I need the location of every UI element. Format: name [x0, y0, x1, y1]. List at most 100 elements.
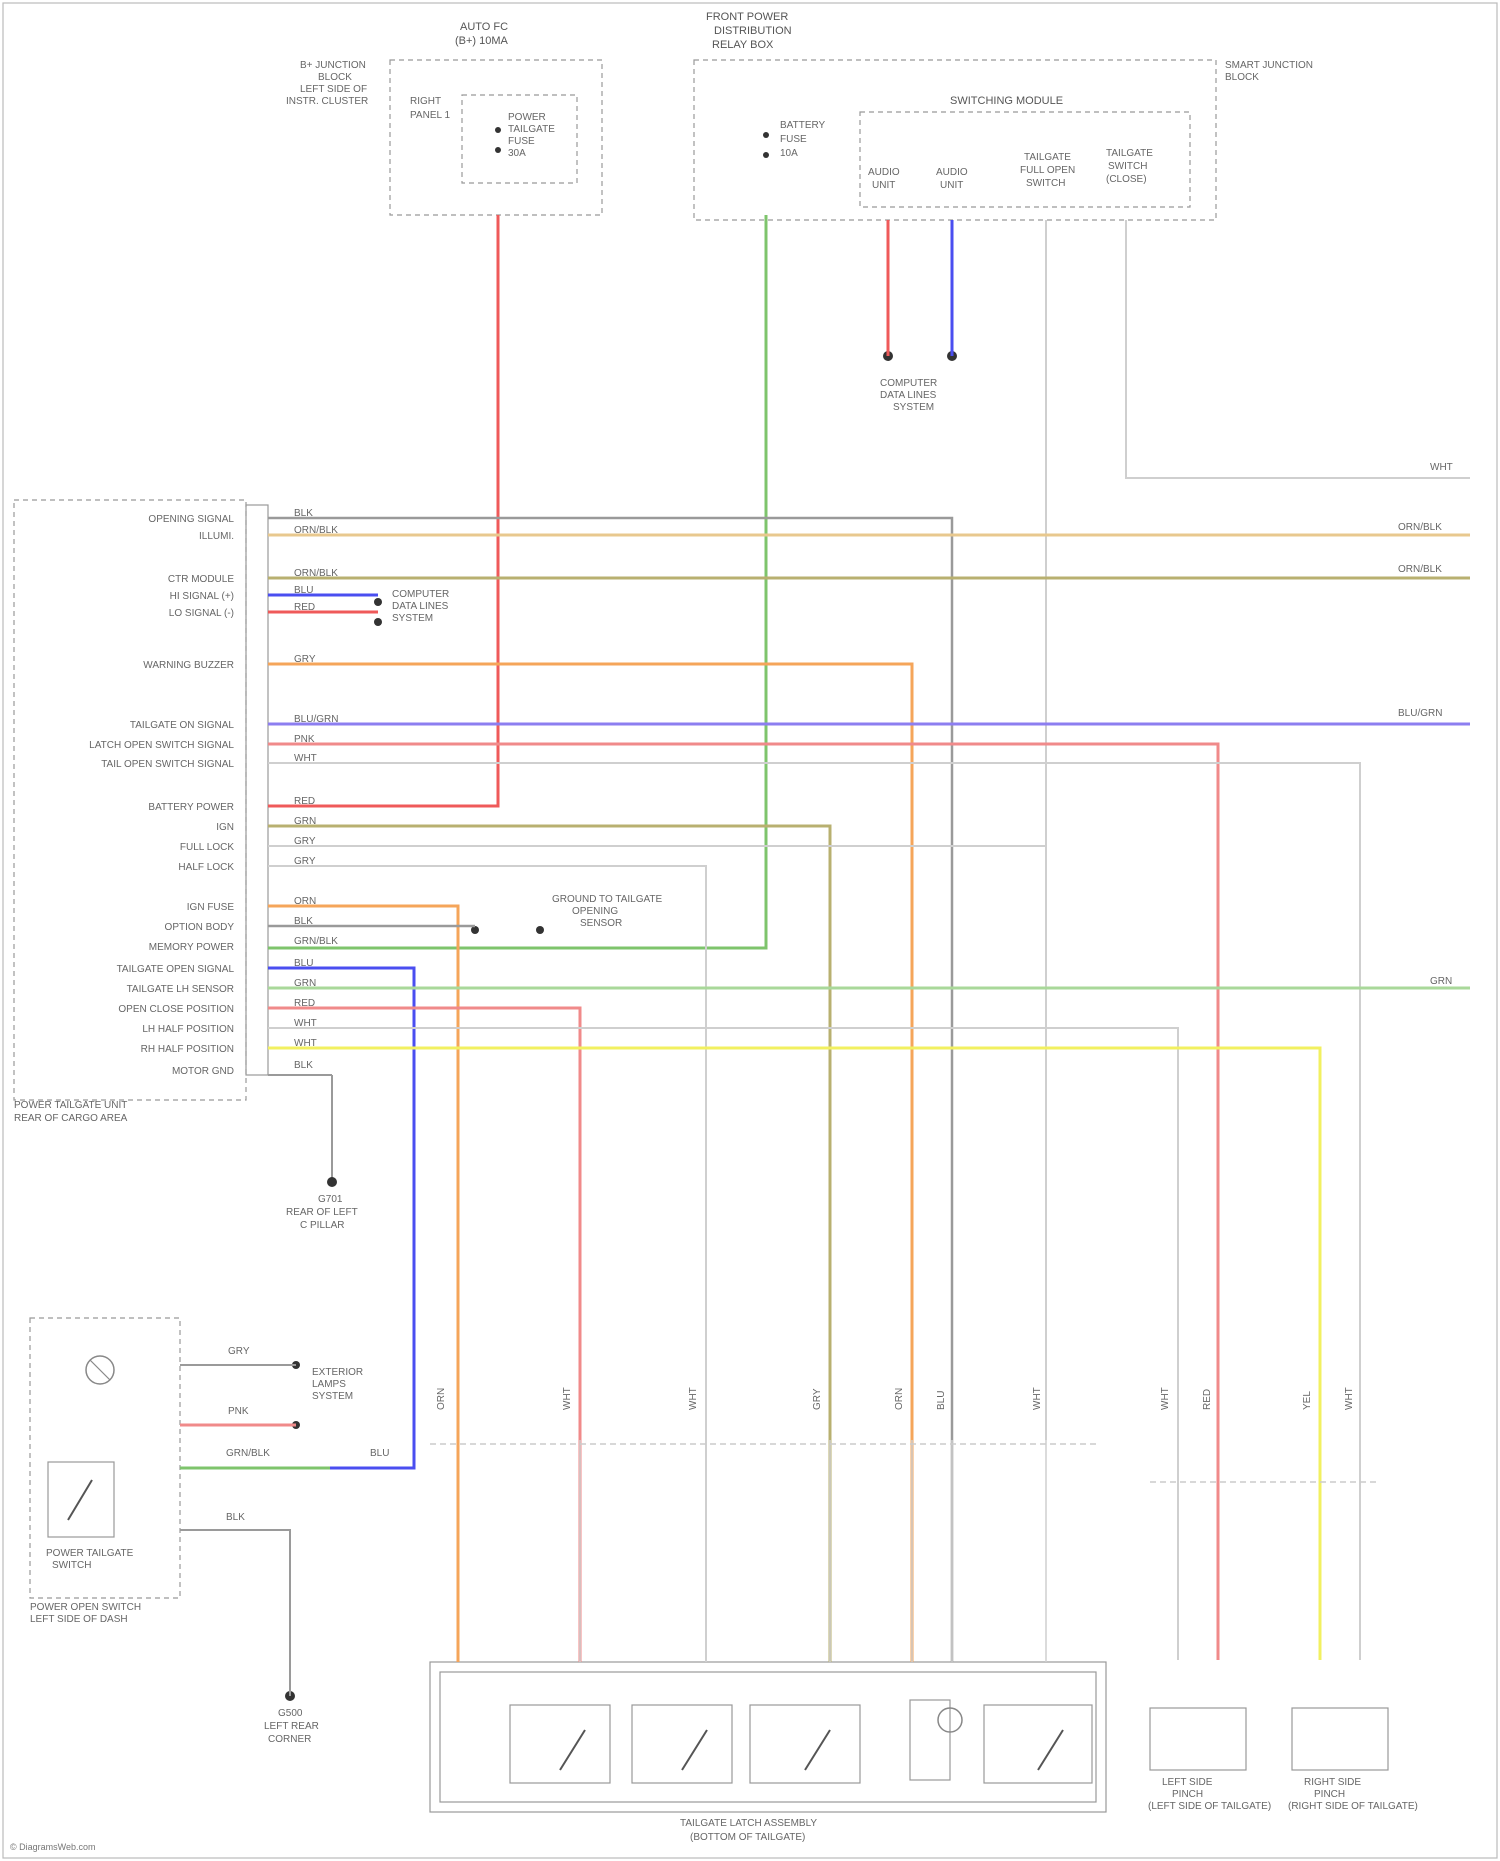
switch-b-2: UNIT	[940, 180, 963, 191]
fuse-box-location-4: INSTR. CLUSTER	[286, 96, 368, 107]
left-box-1: POWER TAILGATE	[46, 1548, 134, 1559]
mid-wire-code: GRY	[812, 1388, 823, 1410]
mid-wire-code: ORN	[436, 1388, 447, 1410]
striker-lh-3: (LEFT SIDE OF TAILGATE)	[1148, 1801, 1271, 1812]
ecu-pin-label: ILLUMI.	[199, 531, 234, 542]
ecu-pin-label: HALF LOCK	[178, 862, 234, 873]
left-box-2: SWITCH	[52, 1560, 91, 1571]
relay-box-title-3: RELAY BOX	[712, 39, 774, 51]
computer-data-1: COMPUTER	[392, 589, 449, 600]
wires	[180, 215, 1470, 1696]
right-end-1: WHT	[1430, 462, 1453, 473]
left-box-conn-3: SYSTEM	[312, 1391, 353, 1402]
ecu-pin-label: HI SIGNAL (+)	[170, 591, 234, 602]
ground-sensor-3: SENSOR	[580, 918, 622, 929]
switch-d-2: SWITCH	[1108, 161, 1147, 172]
ground-g500-1: G500	[278, 1708, 303, 1719]
right-end-2: ORN/BLK	[1398, 522, 1442, 533]
striker-left: LEFT SIDE PINCH (LEFT SIDE OF TAILGATE)	[1148, 1708, 1271, 1812]
ecu-pin-label: BATTERY POWER	[148, 802, 234, 813]
mid-wire-code: BLU	[936, 1391, 947, 1410]
switch-c-3: SWITCH	[1026, 178, 1065, 189]
relay-box-title-1: FRONT POWER	[706, 11, 788, 23]
switch-d-1: TAILGATE	[1106, 148, 1153, 159]
ecu-pin-label: WARNING BUZZER	[143, 660, 234, 671]
ground-g500: G500 LEFT REAR CORNER	[264, 1691, 319, 1745]
ground-sensor: GROUND TO TAILGATE OPENING SENSOR	[471, 894, 663, 934]
ecu-name-2: REAR OF CARGO AREA	[14, 1113, 128, 1124]
mid-wire-code: WHT	[688, 1387, 699, 1410]
right-end-3: ORN/BLK	[1398, 564, 1442, 575]
wire-switch-d-gray	[1126, 220, 1470, 478]
fuse-inner-1: RIGHT	[410, 96, 441, 107]
computer-data-top: COMPUTER DATA LINES SYSTEM	[880, 351, 957, 413]
fuse-box-location-2: BLOCK	[318, 72, 352, 83]
left-wire-1: GRY	[228, 1346, 250, 1357]
ecu-pin-label: TAIL OPEN SWITCH SIGNAL	[101, 759, 234, 770]
striker-rh-2: PINCH	[1314, 1789, 1345, 1800]
ground-sensor-2: OPENING	[572, 906, 618, 917]
left-wire-4: BLU	[370, 1448, 389, 1459]
fuse-box-subtitle: (B+) 10MA	[455, 35, 509, 47]
mid-wire-code: WHT	[1032, 1387, 1043, 1410]
mid-wire-code: WHT	[562, 1387, 573, 1410]
ground-g701-3: C PILLAR	[300, 1220, 344, 1231]
ecu-pin-label: OPENING SIGNAL	[148, 514, 234, 525]
smart-junction-1: SMART JUNCTION	[1225, 60, 1313, 71]
ecu-pin-label: TAILGATE LH SENSOR	[127, 984, 234, 995]
striker-rh-1: RIGHT SIDE	[1304, 1777, 1361, 1788]
wire-ign-olive	[268, 826, 830, 1662]
relay-box: FRONT POWER DISTRIBUTION RELAY BOX BATTE…	[694, 11, 1313, 220]
relay-fuse-2: FUSE	[780, 134, 807, 145]
wire-tail-open-gray	[268, 763, 1360, 1660]
left-box-conn-1: EXTERIOR	[312, 1367, 363, 1378]
ground-g701: G701 REAR OF LEFT C PILLAR	[268, 1075, 358, 1231]
wire-half-lock	[268, 866, 706, 1662]
fuse-box-location-3: LEFT SIDE OF	[300, 84, 367, 95]
smart-junction-2: BLOCK	[1225, 72, 1259, 83]
ecu-pin-label: OPTION BODY	[165, 922, 235, 933]
fuse-element-3: FUSE	[508, 136, 535, 147]
relay-fuse-1: BATTERY	[780, 120, 826, 131]
computer-data-mid: COMPUTER DATA LINES SYSTEM	[374, 589, 449, 626]
left-box-loc-2: LEFT SIDE OF DASH	[30, 1614, 128, 1625]
left-box-conn-2: LAMPS	[312, 1379, 346, 1390]
switch-contact-icon	[68, 1480, 92, 1520]
striker-right: RIGHT SIDE PINCH (RIGHT SIDE OF TAILGATE…	[1288, 1708, 1418, 1812]
left-box-loc-1: POWER OPEN SWITCH	[30, 1602, 141, 1613]
fuse-element-4: 30A	[508, 148, 526, 159]
fuse-box-title: AUTO FC	[460, 21, 508, 33]
fuse-box: AUTO FC (B+) 10MA B+ JUNCTION BLOCK LEFT…	[286, 21, 602, 215]
switch-c-1: TAILGATE	[1024, 152, 1071, 163]
wire-latch-pink	[268, 744, 1218, 1660]
right-end-5: GRN	[1430, 976, 1452, 987]
wire-warning-orange	[268, 664, 912, 1662]
ecu-name-1: POWER TAILGATE UNIT	[14, 1100, 127, 1111]
ecu-pin-label: TAILGATE ON SIGNAL	[130, 720, 235, 731]
center-ground-1: COMPUTER	[880, 378, 937, 389]
switch-d-3: (CLOSE)	[1106, 174, 1147, 185]
ecu-pin-label: RH HALF POSITION	[141, 1044, 234, 1055]
ecu-pin-label: IGN	[216, 822, 234, 833]
mid-wire-code: RED	[1202, 1389, 1213, 1410]
fuse-box-location-1: B+ JUNCTION	[300, 60, 366, 71]
wire-open-close-pink	[268, 1008, 580, 1662]
wire-rh-half-yellow	[268, 1048, 1320, 1660]
left-wire-5: BLK	[226, 1512, 245, 1523]
ecu-pin-label: FULL LOCK	[180, 842, 234, 853]
mid-wire-code: ORN	[894, 1388, 905, 1410]
bottom-module-1: TAILGATE LATCH ASSEMBLY	[680, 1818, 817, 1829]
ground-g500-2: LEFT REAR	[264, 1721, 319, 1732]
mid-wire-code: WHT	[1344, 1387, 1355, 1410]
striker-lh-1: LEFT SIDE	[1162, 1777, 1213, 1788]
fuse-element-2: TAILGATE	[508, 124, 555, 135]
ecu-pin-label: LO SIGNAL (-)	[169, 608, 234, 619]
ground-g701-2: REAR OF LEFT	[286, 1207, 358, 1218]
ecu-wire-code: GRN/BLK	[294, 936, 338, 947]
left-wire-2: PNK	[228, 1406, 249, 1417]
ecu-wire-code: BLK	[294, 1060, 313, 1071]
footer-credit: © DiagramsWeb.com	[10, 1842, 96, 1852]
ecu-pin-label: IGN FUSE	[187, 902, 235, 913]
